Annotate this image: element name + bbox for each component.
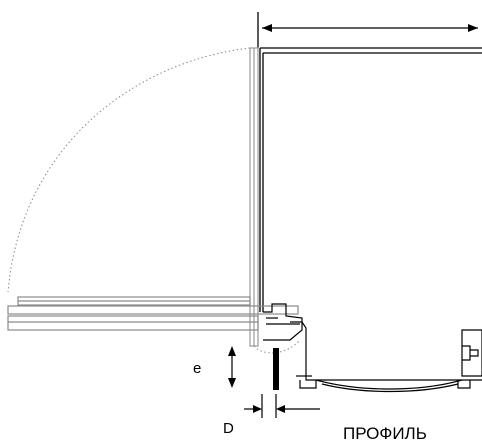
d-dimension bbox=[244, 394, 320, 418]
filler-strip bbox=[273, 348, 279, 390]
e-label: e bbox=[193, 360, 201, 377]
view-label: ПРОФИЛЬ bbox=[343, 424, 427, 443]
door-open bbox=[7, 296, 299, 331]
cabinet-panel bbox=[259, 47, 482, 312]
d-label: D bbox=[223, 420, 234, 437]
e-dimension bbox=[228, 346, 236, 388]
door-closed bbox=[249, 47, 259, 347]
width-dimension bbox=[257, 12, 478, 48]
hinge-bracket bbox=[263, 303, 303, 341]
door-swing-arc bbox=[7, 47, 251, 293]
appliance-base bbox=[290, 321, 482, 393]
